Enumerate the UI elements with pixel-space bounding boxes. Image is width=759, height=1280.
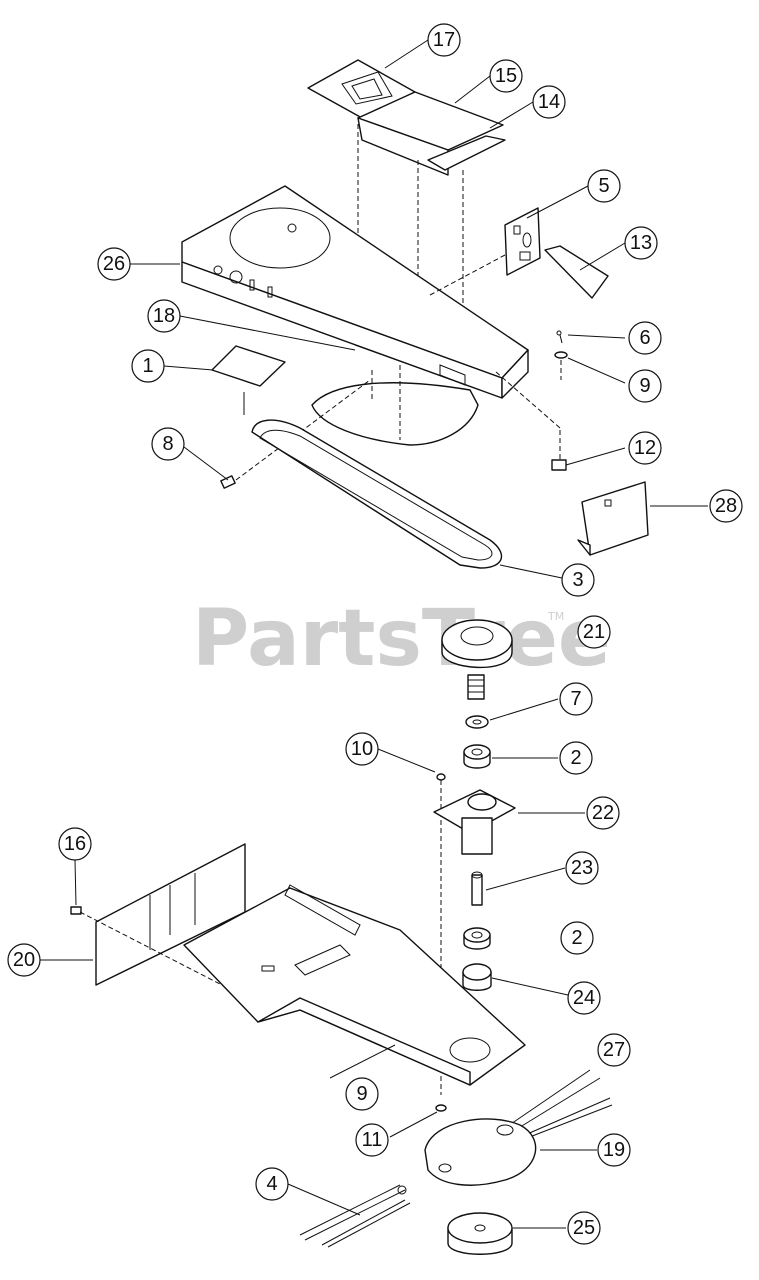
- part-25-knob: [447, 1212, 513, 1255]
- svg-text:12: 12: [634, 437, 656, 459]
- svg-text:20: 20: [13, 949, 35, 971]
- svg-text:15: 15: [495, 65, 517, 87]
- callout-14: 14: [532, 85, 566, 119]
- callout-24: 24: [567, 981, 601, 1015]
- callout-4: 4: [255, 1167, 289, 1201]
- partstree-watermark: PartsTree: [192, 594, 611, 684]
- svg-text:3: 3: [572, 569, 583, 591]
- callout-12: 12: [628, 431, 662, 465]
- guide-line: [429, 254, 506, 296]
- svg-text:9: 9: [356, 1083, 367, 1105]
- callout-10: 10: [345, 732, 379, 766]
- callout-27: 27: [597, 1033, 631, 1067]
- callout-7: 7: [559, 682, 593, 716]
- svg-text:23: 23: [571, 857, 593, 879]
- callout-26: 26: [97, 247, 131, 281]
- svg-text:24: 24: [573, 987, 595, 1009]
- part-3-drive-belt: [251, 419, 503, 569]
- part-18-lower-shield: [311, 365, 479, 446]
- svg-text:8: 8: [162, 433, 173, 455]
- callout-19: 19: [597, 1133, 631, 1167]
- part-1-decal: [211, 345, 286, 415]
- callout-5: 5: [587, 169, 621, 203]
- callout-2-lower: 2: [560, 921, 594, 955]
- callout-28: 28: [709, 489, 743, 523]
- svg-text:21: 21: [583, 621, 605, 643]
- callout-13: 13: [624, 226, 658, 260]
- callout-2-upper: 2: [559, 741, 593, 775]
- callout-25: 25: [567, 1211, 601, 1245]
- part-5-control-decal: [504, 207, 541, 276]
- part-13-label: [544, 245, 609, 299]
- svg-text:28: 28: [715, 495, 737, 517]
- svg-text:27: 27: [603, 1039, 625, 1061]
- part-28-bracket: [577, 481, 649, 556]
- part-19-chute-base: [424, 1118, 537, 1186]
- part-21-pulley: [441, 619, 513, 700]
- part-23-shaft-pin: [471, 871, 483, 906]
- part-10-bolt: [436, 773, 446, 1095]
- svg-text:14: 14: [538, 91, 560, 113]
- leader-line: [329, 1044, 396, 1079]
- callout-21: 21: [577, 615, 611, 649]
- callout-3: 3: [561, 563, 595, 597]
- part-11-washer: [435, 1104, 447, 1112]
- callout-6: 6: [628, 321, 662, 355]
- callout-11: 11: [355, 1123, 389, 1157]
- svg-text:9: 9: [639, 375, 650, 397]
- part-2-bearing-upper: [463, 744, 491, 769]
- callout-17: 17: [427, 23, 461, 57]
- part-22-bearing-housing: [433, 789, 516, 855]
- svg-text:17: 17: [433, 29, 455, 51]
- part-7-washer: [465, 715, 489, 729]
- part-6-screw: [556, 330, 563, 344]
- callout-20: 20: [7, 943, 41, 977]
- svg-text:25: 25: [573, 1217, 595, 1239]
- svg-text:4: 4: [266, 1173, 277, 1195]
- part-4-cable-left: [299, 1184, 411, 1248]
- callout-22: 22: [586, 796, 620, 830]
- svg-text:19: 19: [603, 1139, 625, 1161]
- guide-line: [495, 371, 561, 429]
- svg-text:26: 26: [103, 253, 125, 275]
- svg-text:11: 11: [362, 1129, 383, 1151]
- trademark-mark: TM: [547, 610, 564, 623]
- part-26-main-housing: [181, 185, 529, 399]
- svg-text:6: 6: [639, 327, 650, 349]
- svg-text:7: 7: [570, 688, 581, 710]
- part-9-mounting-base: [183, 884, 526, 1086]
- part-27-cable-right: [504, 1069, 613, 1141]
- callout-9-bottom: 9: [345, 1077, 379, 1111]
- part-15-chute-cover: [357, 91, 504, 176]
- callout-1: 1: [131, 349, 165, 383]
- part-9-washer-top: [554, 351, 568, 380]
- callout-18: 18: [147, 299, 181, 333]
- svg-text:13: 13: [630, 232, 652, 254]
- svg-text:22: 22: [592, 802, 614, 824]
- svg-text:16: 16: [64, 833, 86, 855]
- svg-text:18: 18: [153, 305, 175, 327]
- part-24-spacer: [462, 963, 492, 991]
- svg-text:2: 2: [571, 927, 582, 949]
- part-8-bolt: [220, 475, 236, 489]
- part-12-nut: [551, 430, 567, 471]
- svg-text:1: 1: [142, 355, 153, 377]
- leader-lines: [40, 39, 708, 1229]
- callout-15: 15: [489, 59, 523, 93]
- svg-text:2: 2: [570, 747, 581, 769]
- callout-8: 8: [151, 427, 185, 461]
- callout-9-top: 9: [628, 369, 662, 403]
- part-2-bearing-lower: [463, 927, 491, 950]
- svg-text:5: 5: [598, 175, 609, 197]
- callout-16: 16: [58, 827, 92, 861]
- part-14-label: [427, 135, 506, 171]
- svg-text:10: 10: [351, 738, 373, 760]
- callout-23: 23: [565, 851, 599, 885]
